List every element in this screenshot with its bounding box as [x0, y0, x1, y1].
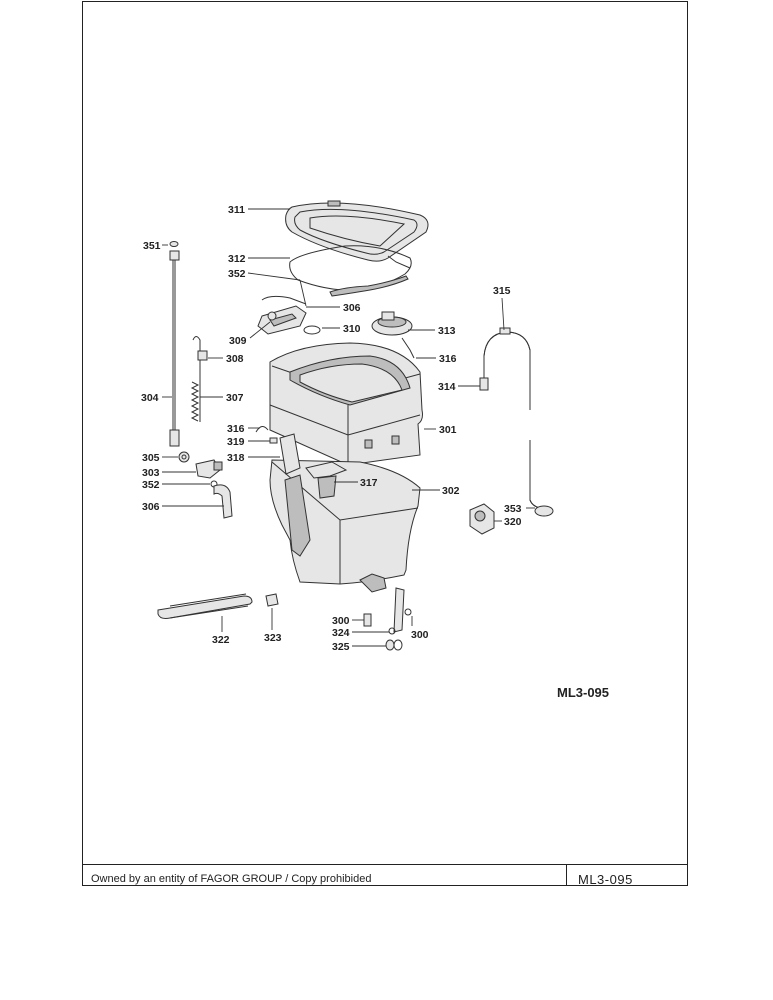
label-352: 352	[142, 479, 160, 491]
part-324-washer	[388, 627, 396, 635]
label-314: 314	[438, 381, 456, 393]
part-308-clip	[192, 336, 208, 422]
label-324: 324	[332, 627, 350, 639]
label-311: 311	[228, 204, 245, 216]
label-300: 300	[332, 615, 350, 627]
label-312: 312	[228, 253, 246, 265]
footer-drawing-code: ML3-095	[578, 872, 633, 887]
part-315-314-drain-hose	[479, 327, 541, 509]
part-304-suspension-rod	[169, 260, 180, 447]
leader-lines	[162, 208, 535, 647]
part-353-clamp	[534, 505, 554, 517]
label-306: 306	[343, 302, 361, 314]
label-308: 308	[226, 353, 244, 365]
footer-cell-divider	[566, 864, 567, 886]
label-315: 315	[493, 285, 511, 297]
part-305-nut	[178, 451, 190, 463]
label-317: 317	[360, 477, 378, 489]
part-309-dispenser-valve	[257, 295, 307, 335]
part-319-clip	[269, 437, 278, 444]
label-353: 353	[504, 503, 522, 515]
label-325: 325	[332, 641, 350, 653]
part-313-pressure-switch	[371, 311, 415, 359]
label-322: 322	[212, 634, 230, 646]
label-320: 320	[504, 516, 522, 528]
part-323-nut	[265, 593, 279, 607]
drawing-border	[82, 1, 688, 886]
label-303: 303	[142, 467, 160, 479]
part-300-cover-left	[363, 613, 372, 627]
label-304: 304	[141, 392, 159, 404]
part-301-tub-upper	[269, 342, 423, 466]
part-307-spring	[190, 381, 200, 422]
label-351: 351	[143, 240, 161, 252]
part-320-drain-pump	[469, 503, 495, 535]
part-317-support	[305, 461, 348, 499]
label-316: 316	[439, 353, 457, 365]
part-311-lid-ring	[285, 200, 429, 262]
label-301: 301	[439, 424, 457, 436]
label-316: 316	[227, 423, 245, 435]
part-322-heater	[157, 593, 253, 619]
label-300: 300	[411, 629, 429, 641]
part-300-cover-right	[393, 587, 412, 633]
label-352: 352	[228, 268, 246, 280]
label-307: 307	[226, 392, 244, 404]
label-318: 318	[227, 452, 245, 464]
part-325-foot	[385, 639, 403, 651]
label-313: 313	[438, 325, 456, 337]
part-351-cap	[169, 241, 180, 261]
label-319: 319	[227, 436, 245, 448]
label-309: 309	[229, 335, 247, 347]
drawing-reference-code: ML3-095	[557, 685, 610, 700]
part-302-tub-lower	[269, 459, 421, 593]
part-310-ring	[303, 325, 321, 335]
part-316-hose-small	[255, 426, 269, 433]
label-302: 302	[442, 485, 460, 497]
label-305: 305	[142, 452, 160, 464]
part-306-hose	[213, 484, 233, 519]
label-306: 306	[142, 501, 160, 513]
label-310: 310	[343, 323, 361, 335]
footer-divider	[82, 864, 688, 865]
footer-ownership-text: Owned by an entity of FAGOR GROUP / Copy…	[91, 873, 372, 885]
label-323: 323	[264, 632, 282, 644]
part-318-bracket	[279, 433, 301, 475]
part-303-valve	[195, 459, 223, 479]
